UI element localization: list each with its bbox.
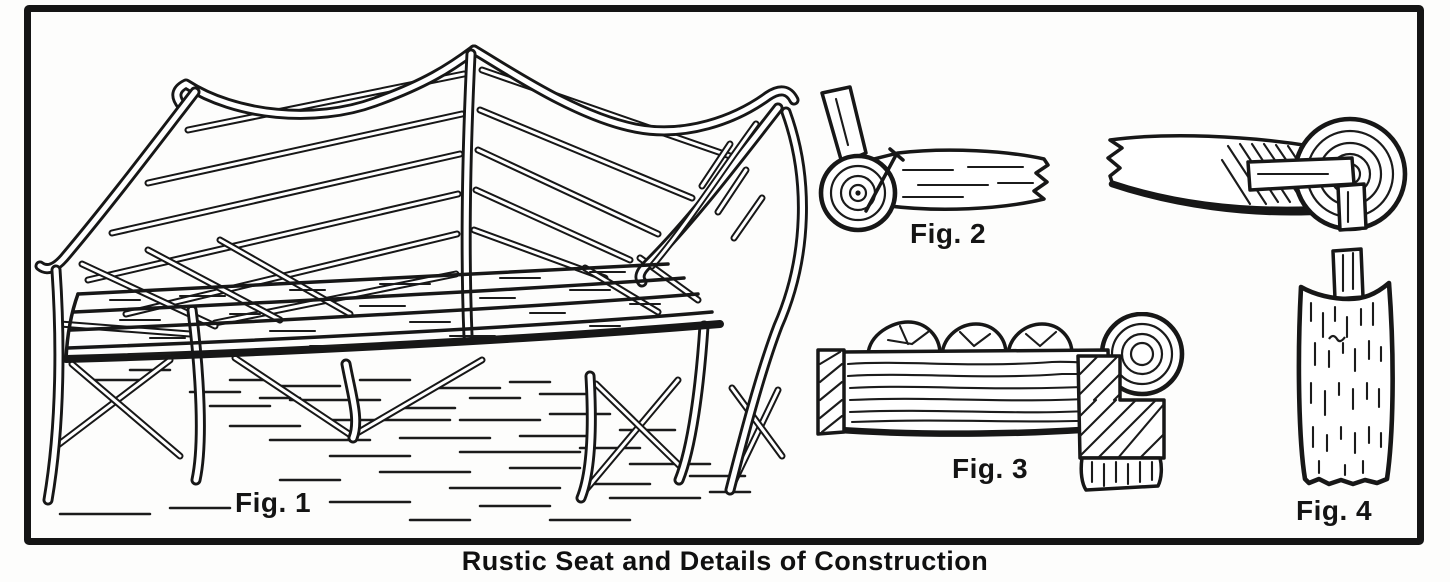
ground-hatching <box>58 398 752 522</box>
right-inner-leg <box>676 323 707 483</box>
horizontal-log <box>864 148 1050 211</box>
fig3-label: Fig. 3 <box>952 453 1029 484</box>
fig2-tenon-joint-drawing <box>1106 116 1408 232</box>
back-top-rail-left <box>174 47 477 117</box>
post-body <box>1296 280 1395 487</box>
caption: Rustic Seat and Details of Construction <box>461 546 989 576</box>
fig1-label: Fig. 1 <box>235 487 312 518</box>
seat-shadow-hatching <box>88 368 587 400</box>
fig1-rustic-bench-drawing <box>34 44 808 522</box>
fig2-label: Fig. 2 <box>910 218 987 249</box>
right-arm-inner-rail <box>650 122 758 268</box>
seat-planks <box>62 262 724 363</box>
fig4-label: Fig. 4 <box>1296 495 1373 526</box>
branch-stub <box>820 85 868 165</box>
support-post-bark <box>1079 456 1164 492</box>
left-mid-leg <box>189 307 203 483</box>
plate-border <box>24 5 1424 545</box>
post-tenon <box>1331 247 1365 301</box>
right-outer-frame-leg <box>727 109 806 493</box>
back-top-rail-right <box>471 47 797 134</box>
fig3-seat-section-drawing <box>816 312 1185 492</box>
post-bark-texture <box>1309 301 1383 477</box>
center-back-post <box>463 51 474 339</box>
back-top-rail-right <box>468 44 800 137</box>
fig2-nailed-joint-drawing <box>818 85 1050 233</box>
right-mid-leg <box>578 373 594 501</box>
bench-frame <box>34 44 808 506</box>
underseat-braces <box>50 354 786 496</box>
center-stub-leg <box>343 361 359 441</box>
split-log-halves <box>866 320 1074 356</box>
fig4-tenoned-post-drawing <box>1296 247 1395 487</box>
nail <box>864 147 905 213</box>
left-arm <box>37 89 198 272</box>
notched-support <box>1076 354 1166 460</box>
peg <box>1336 182 1368 232</box>
left-outer-leg <box>45 267 62 503</box>
